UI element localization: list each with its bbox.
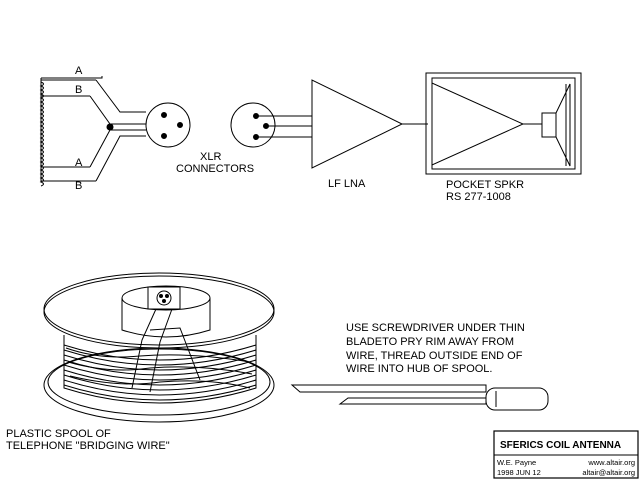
xlr-label-line2: CONNECTORS bbox=[176, 163, 254, 175]
xlr-connector-male bbox=[145, 102, 191, 148]
coil-wire-label-b-top: B bbox=[75, 84, 82, 96]
instruction-line-4: WIRE INTO HUB OF SPOOL. bbox=[346, 363, 492, 375]
coil-wire-label-a-bottom: A bbox=[75, 157, 83, 169]
instruction-line-1: USE SCREWDRIVER UNDER THIN bbox=[346, 322, 525, 334]
coil-wire-label-b-bottom: B bbox=[75, 180, 82, 192]
title-block-email: altair@altair.org bbox=[582, 468, 635, 477]
xlr-connector-female bbox=[230, 102, 312, 148]
wire-spool-illustration bbox=[43, 272, 275, 423]
xlr-label-line1: XLR bbox=[200, 151, 221, 163]
coil-wire-labels: A B A B bbox=[75, 65, 83, 192]
title-block-website: www.altair.org bbox=[587, 458, 635, 467]
title-block: SFERICS COIL ANTENNA W.E. Payne 1998 JUN… bbox=[493, 430, 639, 479]
title-block-title: SFERICS COIL ANTENNA bbox=[500, 440, 621, 451]
coil-winding bbox=[39, 81, 44, 187]
screwdriver-illustration bbox=[290, 384, 549, 411]
instruction-line-3: WIRE, THREAD OUTSIDE END OF bbox=[346, 350, 523, 362]
speaker-icon bbox=[541, 112, 557, 138]
spool-caption-line1: PLASTIC SPOOL OF bbox=[6, 428, 111, 440]
title-block-author: W.E. Payne bbox=[497, 458, 536, 467]
coil-wire-label-a-top: A bbox=[75, 65, 83, 77]
speaker-label-line1: POCKET SPKR bbox=[446, 179, 524, 191]
pocket-speaker-box bbox=[425, 72, 582, 175]
title-block-date: 1998 JUN 12 bbox=[497, 468, 541, 477]
lna-amplifier-symbol bbox=[311, 79, 428, 169]
instruction-text: USE SCREWDRIVER UNDER THIN BLADETO PRY R… bbox=[346, 322, 525, 375]
coil-schematic bbox=[39, 76, 146, 187]
spool-caption-line2: TELEPHONE "BRIDGING WIRE" bbox=[6, 440, 170, 452]
speaker-label-line2: RS 277-1008 bbox=[446, 191, 511, 203]
instruction-line-2: BLADETO PRY RIM AWAY FROM bbox=[346, 336, 514, 348]
lna-label: LF LNA bbox=[328, 178, 366, 190]
